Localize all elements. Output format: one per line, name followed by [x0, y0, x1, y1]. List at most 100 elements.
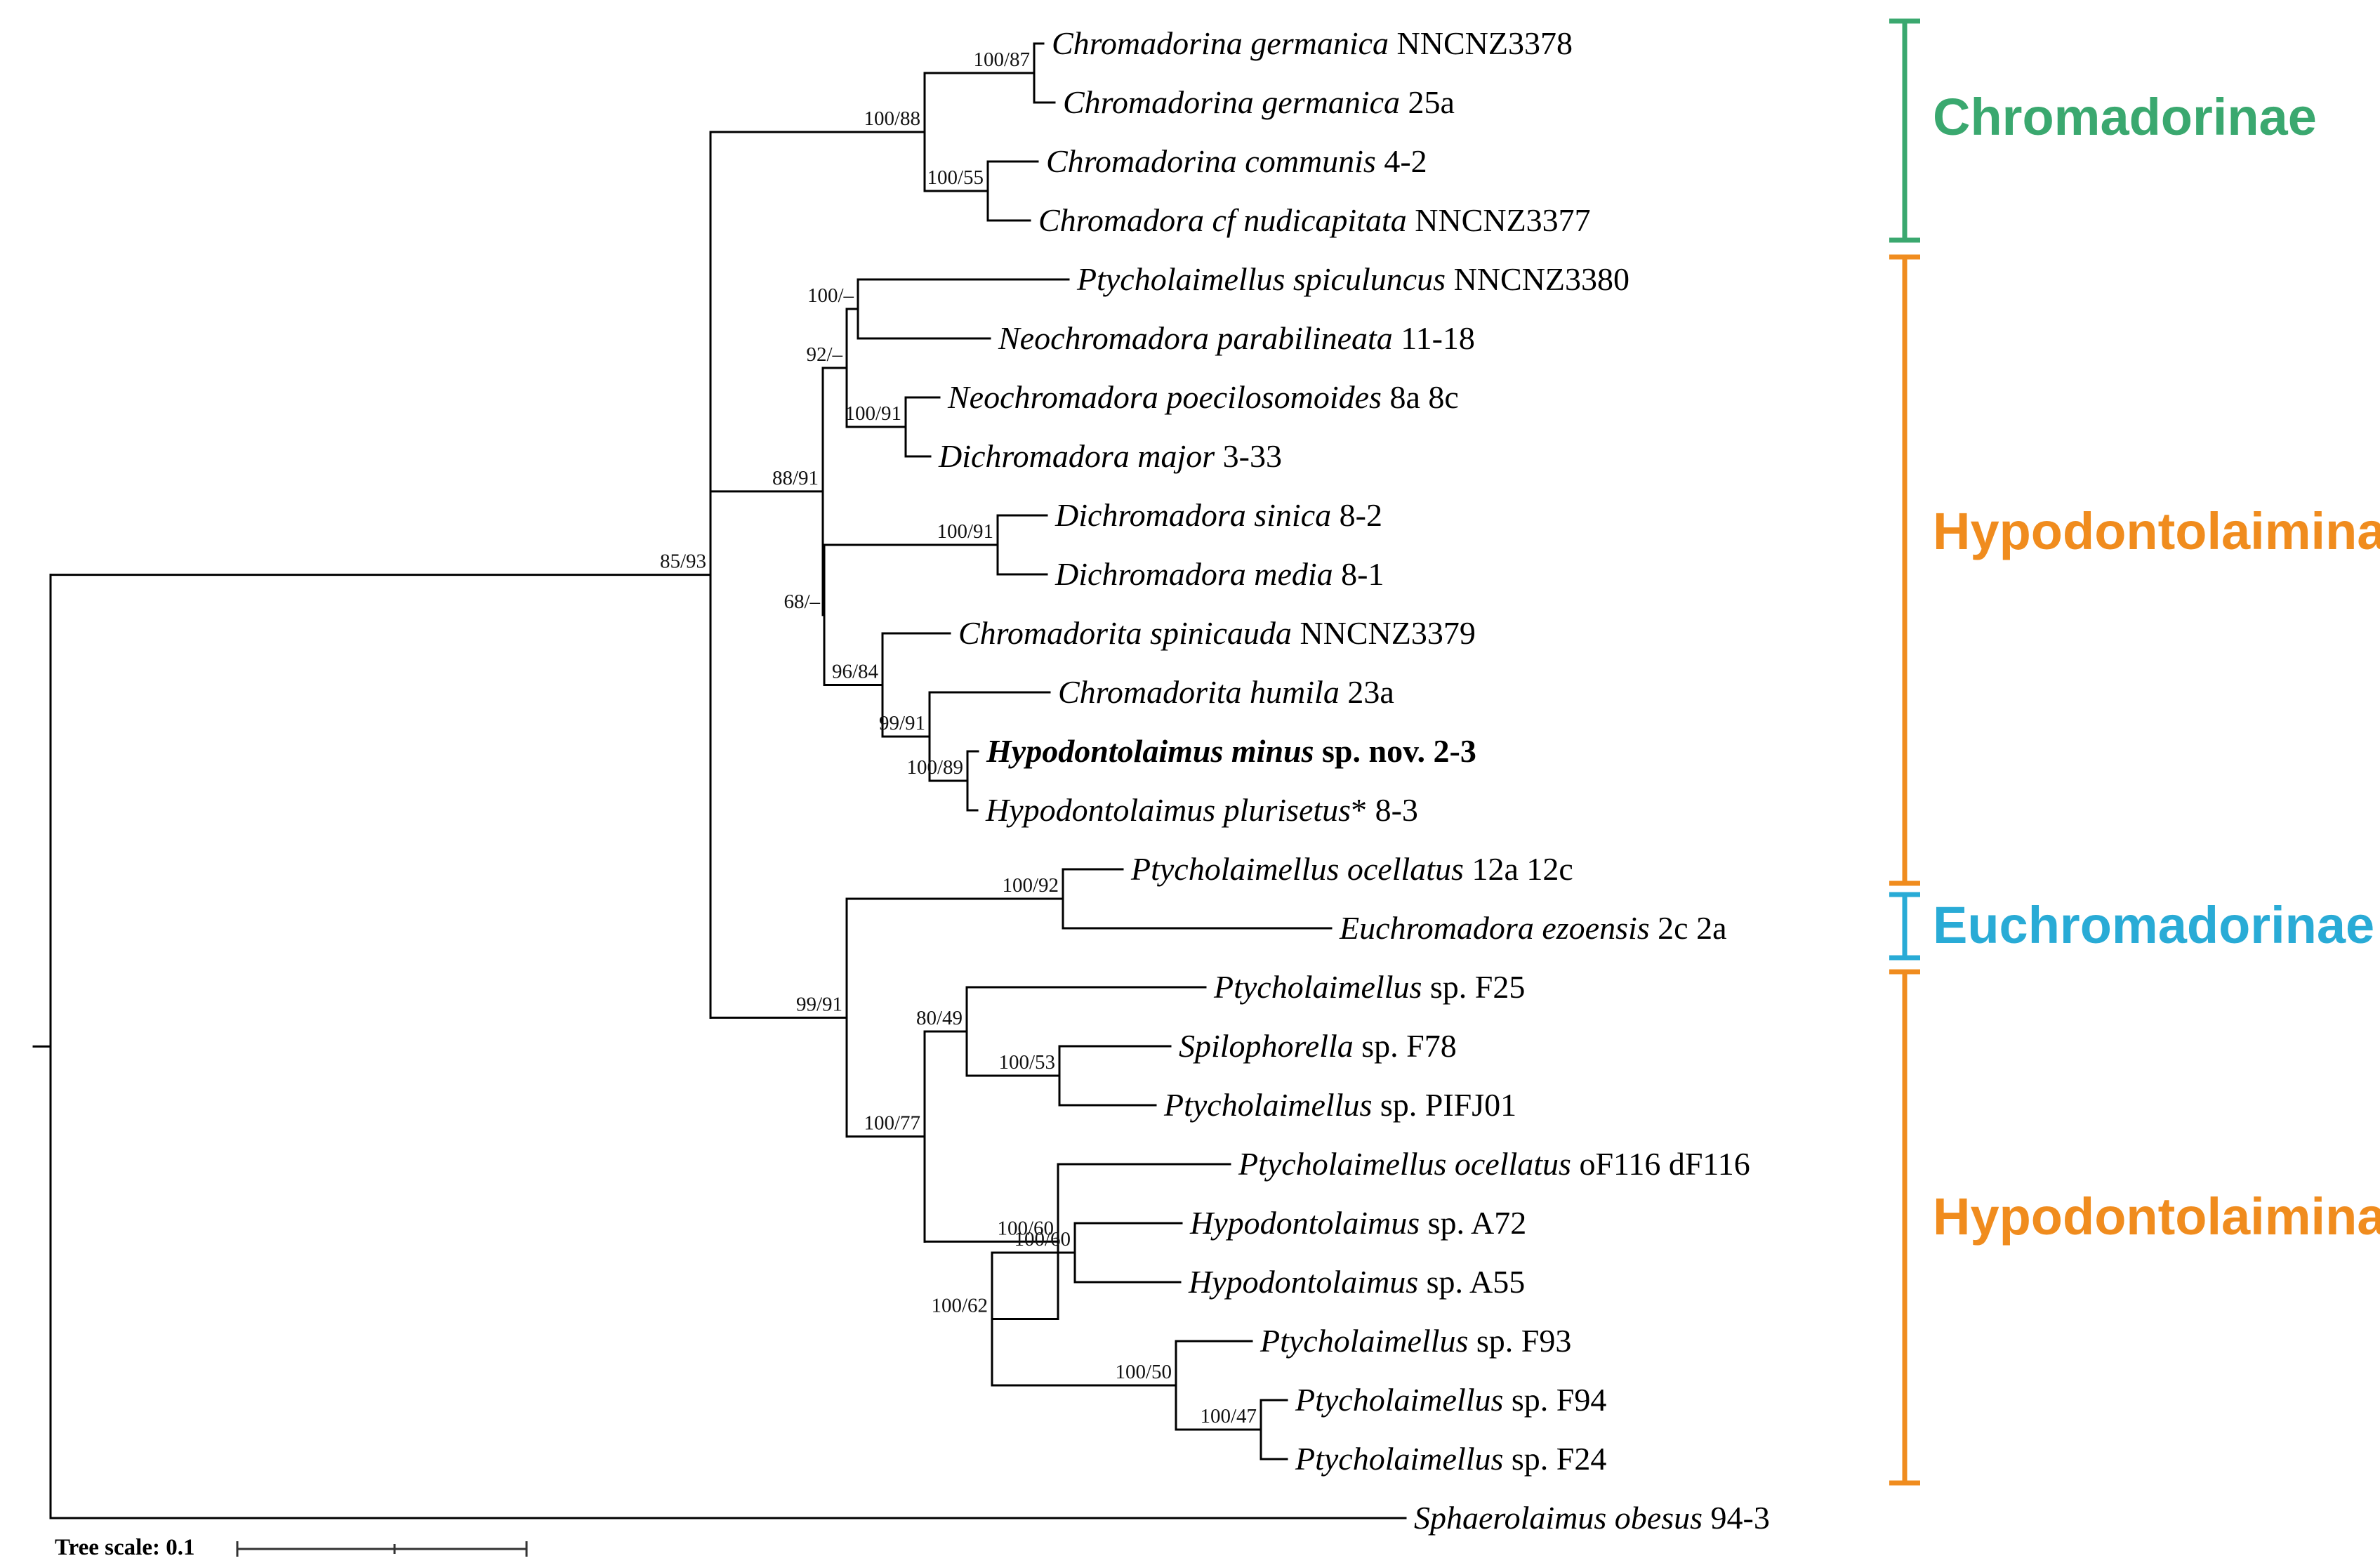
taxon-strain: 8a 8c — [1382, 379, 1459, 415]
support-value: 100/87 — [973, 48, 1030, 71]
clade-label: Hypodontolaiminae — [1933, 1187, 2380, 1246]
tree-branches — [32, 42, 1407, 1519]
support-value: 100/91 — [845, 402, 901, 425]
taxon-label: Dichromadora media 8-1 — [1055, 556, 1384, 592]
taxon-species: Dichromadora major — [938, 438, 1215, 474]
taxon-label: Euchromadora ezoensis 2c 2a — [1339, 910, 1727, 946]
taxon-species: Ptycholaimellus — [1260, 1323, 1468, 1359]
taxon-species: Hypodontolaimus plurisetus — [985, 792, 1351, 828]
taxon-strain: NNCNZ3380 — [1446, 261, 1629, 297]
taxon-strain: 2c 2a — [1650, 910, 1727, 946]
support-value: 99/91 — [879, 712, 925, 734]
taxon-label: Spilophorella sp. F78 — [1179, 1028, 1457, 1064]
support-value: 68/– — [784, 591, 820, 613]
support-value: 88/91 — [772, 467, 819, 489]
tree-scale-label: Tree scale: 0.1 — [55, 1535, 194, 1560]
taxon-label: Sphaerolaimus obesus 94-3 — [1414, 1500, 1770, 1536]
support-value: 100/– — [807, 284, 854, 307]
taxon-strain: sp. A72 — [1420, 1205, 1526, 1241]
taxon-label: Ptycholaimellus sp. F24 — [1295, 1441, 1606, 1477]
support-value: 100/53 — [998, 1051, 1055, 1074]
clade-euchromadorinae: Euchromadorinae — [1889, 892, 2374, 961]
support-value: 100/47 — [1200, 1405, 1257, 1427]
taxon-label: Dichromadora major 3-33 — [938, 438, 1282, 474]
taxon-label: Hypodontolaimus sp. A72 — [1189, 1205, 1526, 1241]
clade-label: Chromadorinae — [1933, 88, 2317, 146]
taxon-strain: 23a — [1340, 674, 1394, 710]
support-value: 100/77 — [864, 1112, 920, 1135]
taxon-label: Hypodontolaimus sp. A55 — [1188, 1264, 1525, 1300]
taxon-label: Chromadorita humila 23a — [1058, 674, 1394, 710]
support-value: 100/60 — [997, 1217, 1054, 1239]
clade-bar — [1889, 892, 1920, 961]
taxon-species: Chromadora cf nudicapitata — [1038, 202, 1407, 238]
taxon-strain: 94-3 — [1703, 1500, 1770, 1536]
taxon-strain: sp. F94 — [1503, 1382, 1606, 1418]
taxon-strain: NNCNZ3379 — [1292, 615, 1476, 651]
taxon-strain: * 8-3 — [1351, 792, 1418, 828]
taxon-species: Chromadorina germanica — [1052, 25, 1389, 61]
clade-bar — [1889, 18, 1920, 243]
taxon-species: Ptycholaimellus — [1163, 1087, 1372, 1123]
support-value: 100/89 — [906, 756, 963, 779]
taxon-label: Hypodontolaimus plurisetus* 8-3 — [985, 792, 1418, 828]
taxon-strain: sp. A55 — [1418, 1264, 1525, 1300]
clade-label: Euchromadorinae — [1933, 896, 2374, 954]
taxon-label: Chromadorina communis 4-2 — [1046, 143, 1427, 179]
taxon-label: Ptycholaimellus ocellatus oF116 dF116 — [1238, 1146, 1750, 1182]
taxon-species: Ptycholaimellus spiculuncus — [1076, 261, 1446, 297]
taxon-strain: sp. F93 — [1468, 1323, 1571, 1359]
taxon-species: Neochromadora poecilosomoides — [947, 379, 1382, 415]
taxon-strain: 4-2 — [1376, 143, 1427, 179]
taxon-label: Hypodontolaimus minus sp. nov. 2-3 — [986, 733, 1476, 769]
taxon-species: Chromadorina communis — [1046, 143, 1376, 179]
taxon-species: Ptycholaimellus — [1295, 1441, 1503, 1477]
taxon-species: Ptycholaimellus ocellatus — [1130, 851, 1464, 887]
taxon-strain: oF116 dF116 — [1571, 1146, 1750, 1182]
taxon-species: Chromadorita humila — [1058, 674, 1340, 710]
taxon-strain: sp. PIFJ01 — [1372, 1087, 1516, 1123]
taxon-labels: Chromadorina germanica NNCNZ3378Chromado… — [938, 25, 1770, 1536]
taxon-strain: 12a 12c — [1464, 851, 1573, 887]
support-value: 96/84 — [832, 661, 879, 683]
support-values: 100/87100/55100/88100/–100/9192/–100/911… — [660, 48, 1257, 1427]
taxon-species: Chromadorina germanica — [1063, 84, 1400, 120]
clade-label: Hypodontolaiminae — [1933, 502, 2380, 560]
taxon-species: Ptycholaimellus — [1213, 969, 1422, 1005]
taxon-species: Chromadorita spinicauda — [958, 615, 1292, 651]
taxon-strain: sp. F78 — [1354, 1028, 1457, 1064]
taxon-label: Chromadorina germanica 25a — [1063, 84, 1455, 120]
taxon-label: Ptycholaimellus sp. F25 — [1213, 969, 1525, 1005]
taxon-label: Chromadorina germanica NNCNZ3378 — [1052, 25, 1573, 61]
taxon-label: Chromadorita spinicauda NNCNZ3379 — [958, 615, 1476, 651]
support-value: 100/91 — [937, 520, 993, 543]
taxon-species: Hypodontolaimus — [1188, 1264, 1418, 1300]
taxon-label: Ptycholaimellus sp. F94 — [1295, 1382, 1606, 1418]
taxon-label: Neochromadora parabilineata 11-18 — [998, 320, 1475, 356]
taxon-label: Chromadora cf nudicapitata NNCNZ3377 — [1038, 202, 1591, 238]
taxon-strain: sp. F25 — [1422, 969, 1525, 1005]
taxon-label: Ptycholaimellus sp. F93 — [1260, 1323, 1571, 1359]
taxon-strain: sp. F24 — [1503, 1441, 1606, 1477]
support-value: 100/92 — [1002, 874, 1059, 897]
support-value: 100/62 — [931, 1295, 988, 1317]
taxon-species: Spilophorella — [1179, 1028, 1354, 1064]
taxon-species: Ptycholaimellus ocellatus — [1238, 1146, 1571, 1182]
support-value: 99/91 — [796, 993, 842, 1015]
taxon-label: Ptycholaimellus sp. PIFJ01 — [1163, 1087, 1516, 1123]
support-value: 85/93 — [660, 550, 706, 573]
clade-hypodontolaiminae-lower: Hypodontolaiminae — [1889, 969, 2380, 1486]
taxon-strain: NNCNZ3378 — [1389, 25, 1573, 61]
support-value: 100/55 — [927, 166, 984, 189]
taxon-species: Euchromadora ezoensis — [1339, 910, 1650, 946]
taxon-strain: 11-18 — [1393, 320, 1475, 356]
taxon-label: Ptycholaimellus spiculuncus NNCNZ3380 — [1076, 261, 1629, 297]
taxon-species: Dichromadora media — [1055, 556, 1333, 592]
clade-bar — [1889, 969, 1920, 1486]
support-value: 100/50 — [1115, 1361, 1172, 1383]
clade-annotations: Chromadorinae Hypodontolaiminae Euchroma… — [1889, 18, 2380, 1486]
taxon-label: Dichromadora sinica 8-2 — [1055, 497, 1382, 533]
support-value: 92/– — [806, 343, 842, 366]
clade-chromadorinae: Chromadorinae — [1889, 18, 2317, 243]
